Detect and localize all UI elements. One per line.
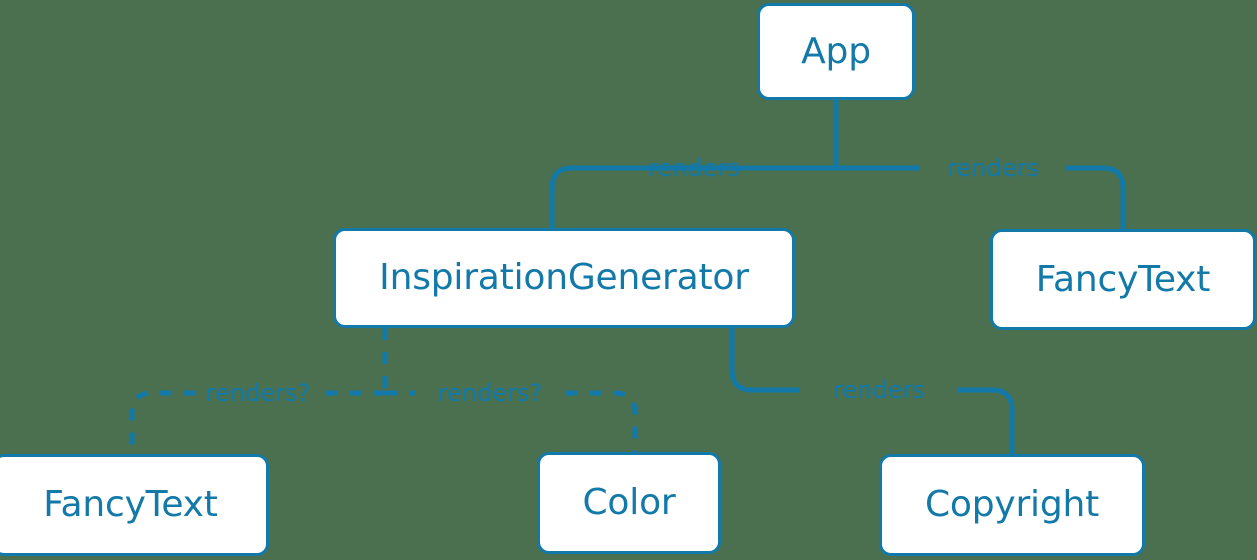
edge-label-inspirationgenerator-to-copyright: renders [833, 376, 925, 404]
edge-inspirationgenerator-to-fancytext [129, 390, 385, 454]
node-copyright-label: Copyright [924, 484, 1100, 525]
node-fancytext-bottom[interactable]: FancyText [0, 454, 269, 556]
node-inspirationgenerator[interactable]: InspirationGenerator [333, 228, 795, 328]
edge-inspirationgenerator-to-copyright [729, 328, 1015, 454]
edge-label-app-to-inspirationgenerator: renders [648, 154, 740, 182]
edge-label-app-to-fancytext: renders [947, 154, 1039, 182]
node-color[interactable]: Color [537, 452, 721, 554]
node-app[interactable]: App [757, 3, 915, 100]
edge-inspirationgenerator-to-color [385, 390, 638, 452]
node-fancytext-right-label: FancyText [1035, 258, 1211, 300]
node-fancytext-right[interactable]: FancyText [990, 229, 1256, 330]
edge-app-to-inspirationgenerator [549, 165, 836, 228]
node-copyright[interactable]: Copyright [879, 454, 1145, 556]
edge-label-inspirationgenerator-to-color: renders? [437, 379, 543, 407]
edge-label-inspirationgenerator-to-fancytext: renders? [205, 379, 311, 407]
node-fancytext-bottom-label: FancyText [43, 484, 218, 525]
node-app-label: App [801, 30, 871, 72]
node-color-label: Color [582, 482, 676, 523]
edge-app-to-fancytext [836, 165, 1126, 229]
node-inspirationgenerator-label: InspirationGenerator [379, 257, 749, 298]
